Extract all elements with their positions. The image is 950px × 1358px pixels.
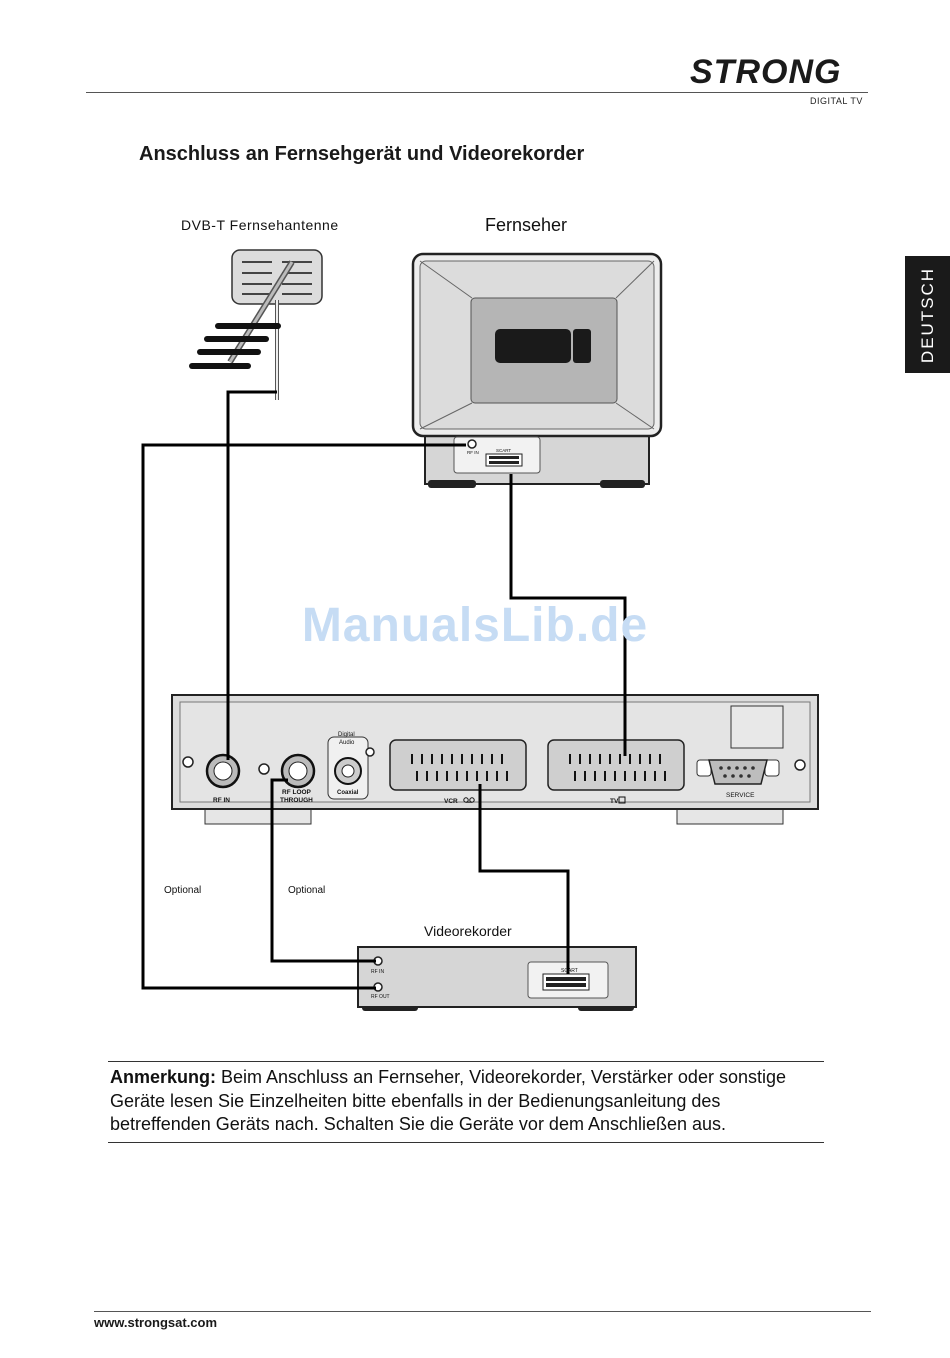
cable-loop-vcr-optional bbox=[270, 778, 376, 963]
note-label: Anmerkung: bbox=[110, 1067, 217, 1087]
receiver-service-label: SERVICE bbox=[726, 792, 755, 799]
cable-vcr-scart bbox=[478, 784, 570, 974]
vcr-rf-in-label: RF IN bbox=[371, 969, 384, 975]
receiver-icon bbox=[171, 694, 819, 825]
vcr-rf-out-label: RF OUT bbox=[371, 994, 390, 1000]
note-box: Anmerkung: Beim Anschluss an Fernseher, … bbox=[108, 1061, 824, 1143]
antenna-icon bbox=[189, 249, 323, 400]
brand-tagline: DIGITAL TV bbox=[810, 96, 863, 106]
receiver-coaxial-label: Coaxial bbox=[337, 790, 359, 796]
tv-square-icon bbox=[618, 796, 626, 804]
receiver-rf-loop-label: RF LOOP bbox=[282, 789, 312, 796]
cable-tv-rf-optional bbox=[141, 443, 466, 990]
header-divider bbox=[86, 92, 868, 93]
vcr-label: Videorekorder bbox=[424, 923, 512, 939]
brand-logo: STRONG DIGITAL TV bbox=[690, 52, 870, 106]
receiver-through-label: THROUGH bbox=[280, 797, 313, 804]
brand-name: STRONG bbox=[690, 53, 842, 91]
tv-label: Fernseher bbox=[485, 215, 567, 235]
watermark: ManualsLib.de bbox=[301, 599, 649, 652]
connection-diagram: DVB-T Fernsehantenne Fernseher RF IN SCA… bbox=[141, 215, 819, 1011]
language-tab: DEUTSCH bbox=[905, 256, 950, 373]
tv-rf-in-label: RF IN bbox=[467, 450, 479, 455]
vcr-icon bbox=[357, 946, 637, 1011]
cable-antenna-rfin bbox=[226, 390, 277, 760]
receiver-vcr-label: VCR bbox=[444, 798, 458, 805]
vcr-scart-label: SCART bbox=[561, 968, 578, 974]
antenna-label: DVB-T Fernsehantenne bbox=[181, 217, 339, 233]
receiver-audio-label: Audio bbox=[339, 740, 355, 746]
footer-url: www.strongsat.com bbox=[94, 1315, 218, 1330]
receiver-rf-in-label: RF IN bbox=[213, 797, 230, 804]
receiver-digital-label: Digital bbox=[338, 732, 355, 738]
tv-scart-label: SCART bbox=[496, 448, 511, 453]
footer-divider bbox=[94, 1311, 871, 1312]
tv-icon bbox=[411, 252, 663, 488]
cable-tv-scart bbox=[509, 474, 627, 756]
optional-label-1: Optional bbox=[164, 885, 201, 896]
note-text: Beim Anschluss an Fernseher, Videorekord… bbox=[110, 1067, 786, 1134]
receiver-tv-label: TV bbox=[610, 798, 619, 805]
optional-label-2: Optional bbox=[288, 885, 325, 896]
page-title: Anschluss an Fernsehgerät und Videorekor… bbox=[139, 143, 585, 165]
connection-cables bbox=[141, 390, 627, 990]
vcr-tape-icon bbox=[463, 797, 475, 803]
